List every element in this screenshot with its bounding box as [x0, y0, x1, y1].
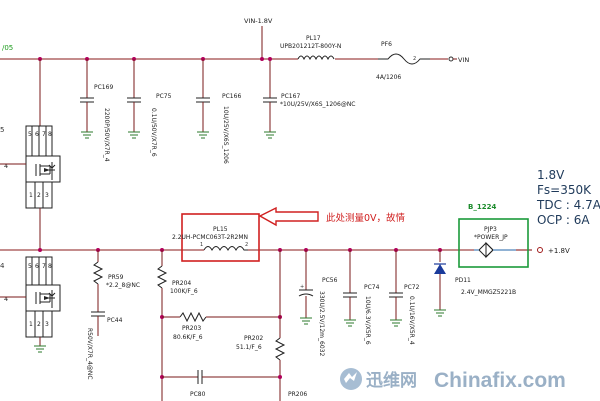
svg-text:5: 5: [28, 131, 32, 138]
pr206-ref: PR206: [288, 391, 307, 398]
vin-port: [448, 56, 454, 62]
pc72-value: 0.1U/16V/X5R_4: [408, 296, 415, 345]
pc166-ref: PC166: [222, 93, 241, 100]
watermark-logo-icon: [340, 368, 362, 390]
watermark: 迅维网 Chinafix.com: [336, 360, 600, 401]
spec-voltage: 1.8V: [537, 168, 565, 182]
pd11-value: 2.4V_MMGZ5221B: [461, 289, 516, 296]
svg-text:3: 3: [45, 192, 49, 199]
out-port: [537, 247, 543, 253]
svg-text:+: +: [300, 284, 304, 290]
cap-pc44: PC44 R50V/X7R_4@NC: [86, 311, 123, 380]
pr59-value: *2.2_8@NC: [106, 282, 140, 289]
resistor-pr203: PR203 80.6K/F_6: [160, 311, 282, 341]
svg-text:8: 8: [48, 263, 52, 270]
pr204-value: 100K/F_6: [170, 288, 198, 295]
svg-text:1: 1: [29, 321, 33, 328]
pc169-value: 2200P/50V/X7R_4: [103, 108, 110, 162]
out-label: +1.8V: [548, 247, 570, 255]
pc75-ref: PC75: [156, 93, 172, 100]
svg-text:4: 4: [4, 162, 8, 170]
mosfet-bottom: 5 6 7 8 4 1 2 3: [0, 256, 61, 338]
pc56-value: 330U/2.5V/12m_6032: [318, 291, 325, 356]
svg-text:1: 1: [200, 242, 203, 248]
cap-pc56: + PC56 330U/2.5V/12m_6032: [298, 250, 338, 356]
pl15-value: 2.2UH-PCMC063T-2R2MN: [172, 234, 248, 241]
junction-vin-rail: [260, 57, 264, 61]
jumper-highlight-box: [458, 218, 529, 268]
spec-fs: Fs=350K: [537, 183, 592, 197]
pl15-ref: PL15: [213, 226, 228, 233]
annotation-text: 此处测量0V，故情: [326, 212, 406, 224]
mosfet-top: 5 6 7 8 4 1 2 3: [0, 125, 61, 209]
pr203-value: 80.6K/F_6: [173, 334, 203, 341]
svg-text:2: 2: [37, 321, 41, 328]
vin-rail-label: VIN-1.8V: [244, 17, 273, 25]
diode-pd11: PD11 2.4V_MMGZ5221B: [434, 250, 516, 317]
pc167-ref: PC167: [281, 93, 300, 100]
pr202-value: 51.1/F_6: [236, 344, 262, 351]
resistor-pr59: PR59 *2.2_8@NC: [92, 250, 140, 312]
svg-text:2: 2: [245, 242, 248, 248]
pl17-coil: [297, 55, 335, 61]
pc44-value: R50V/X7R_4@NC: [86, 328, 93, 380]
left-mark-4: 4: [0, 262, 5, 270]
pc169-ref: PC169: [94, 84, 113, 91]
cap-pc75: PC75 0.1U/50V/X7R_6: [127, 59, 172, 157]
pl15-coil: [203, 246, 248, 252]
svg-text:1: 1: [29, 192, 33, 199]
pc74-ref: PC74: [364, 284, 380, 291]
jumper-label: B_1224: [468, 203, 496, 211]
cap-pc169: PC169 2200P/50V/X7R_4: [80, 59, 113, 162]
watermark-brand-cn: 迅维网: [366, 370, 417, 391]
cap-pc167: PC167 *10U/25V/X6S_1206@NC: [263, 57, 356, 139]
pjp3-value: *POWER_JP: [474, 234, 508, 241]
pr204-ref: PR204: [172, 280, 191, 287]
svg-text:8: 8: [48, 131, 52, 138]
resistor-pr202: PR202 51.1/F_6: [236, 250, 286, 401]
cap-pc80: PC80: [160, 370, 282, 398]
pl17-ref: PL17: [306, 35, 321, 42]
cap-pc72: PC72 0.1U/16V/X5R_4: [389, 250, 420, 345]
annotation-arrow: [258, 206, 319, 227]
pf6-fuse-symbol: [378, 53, 430, 65]
svg-text:3: 3: [45, 321, 49, 328]
vin-label: VIN: [458, 56, 469, 64]
pjp3-ref: PJP3: [484, 226, 497, 233]
pc166-value: 10U/25V/X6S_1206: [222, 106, 229, 164]
svg-text:2: 2: [413, 56, 416, 62]
cap-pc166: PC166 10U/25V/X6S_1206: [196, 59, 241, 164]
pc56-ref: PC56: [322, 277, 338, 284]
pr202-ref: PR202: [244, 335, 263, 342]
pc74-value: 10U/6.3V/X5R_6: [364, 296, 371, 345]
resistor-pr204: PR204 100K/F_6: [156, 250, 198, 401]
left-mark-5: 5: [0, 126, 4, 134]
svg-text:7: 7: [42, 131, 46, 138]
net-label-top-left: /05: [2, 44, 13, 52]
svg-text:5: 5: [28, 263, 32, 270]
pl17-value: UPB201212T-800Y-N: [280, 43, 341, 50]
svg-text:7: 7: [42, 263, 46, 270]
pf6-value: 4A/1206: [376, 74, 401, 81]
svg-text:2: 2: [37, 192, 41, 199]
spec-tdc: TDC : 4.7A: [536, 198, 600, 212]
svg-text:6: 6: [35, 131, 39, 138]
spec-ocp: OCP : 6A: [537, 213, 590, 227]
jumper-symbol: [474, 241, 516, 259]
pd11-ref: PD11: [455, 277, 471, 284]
watermark-brand-en: Chinafix.com: [434, 369, 566, 392]
pc167-value: *10U/25V/X6S_1206@NC: [280, 101, 356, 108]
pf6-ref: PF6: [381, 41, 392, 48]
pc80-ref: PC80: [190, 391, 206, 398]
pc72-ref: PC72: [404, 284, 420, 291]
pc75-value: 0.1U/50V/X7R_6: [150, 108, 157, 157]
cap-pc74: PC74 10U/6.3V/X5R_6: [343, 250, 380, 345]
pr203-ref: PR203: [182, 325, 201, 332]
svg-text:6: 6: [35, 263, 39, 270]
pr59-ref: PR59: [108, 274, 124, 281]
pl15-highlight-box: [181, 213, 260, 262]
pc44-ref: PC44: [107, 317, 123, 324]
svg-text:4: 4: [4, 295, 8, 303]
